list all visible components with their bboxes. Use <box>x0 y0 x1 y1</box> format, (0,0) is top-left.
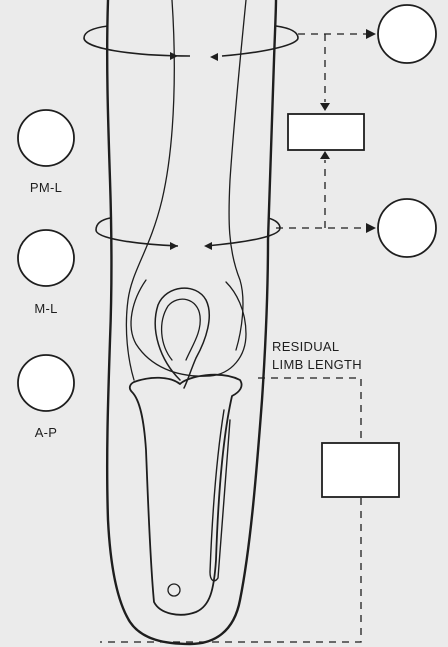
pm-l-field[interactable] <box>18 110 74 166</box>
right-measurement-fields <box>288 5 436 497</box>
residual-label-line2: LIMB LENGTH <box>272 357 362 372</box>
left-measurement-fields <box>18 110 74 411</box>
mid-ring-arrow-left <box>204 242 212 250</box>
mid-ring-arrow-right <box>170 242 178 250</box>
upper-circumference-field[interactable] <box>378 5 436 63</box>
mid-circumference-ring <box>96 218 280 250</box>
m-l-label: M-L <box>34 301 57 316</box>
connector-length-top <box>258 378 361 438</box>
arrow-up-to-box <box>320 151 330 159</box>
mid-circumference-field[interactable] <box>378 199 436 257</box>
arrow-to-upper-right-circle <box>366 29 376 39</box>
a-p-label: A-P <box>35 425 58 440</box>
connector-length-bottom <box>100 498 361 642</box>
limb-outline <box>107 0 276 644</box>
residual-label-line1: RESIDUAL <box>272 339 339 354</box>
m-l-field[interactable] <box>18 230 74 286</box>
upper-circumference-ring <box>84 26 298 61</box>
arrow-to-mid-right-circle <box>366 223 376 233</box>
arrow-down-to-box <box>320 103 330 111</box>
a-p-field[interactable] <box>18 355 74 411</box>
residual-limb-length-box[interactable] <box>322 443 399 497</box>
upper-ring-arrow-left <box>210 53 218 61</box>
circumference-difference-box[interactable] <box>288 114 364 150</box>
pm-l-label: PM-L <box>30 180 62 195</box>
